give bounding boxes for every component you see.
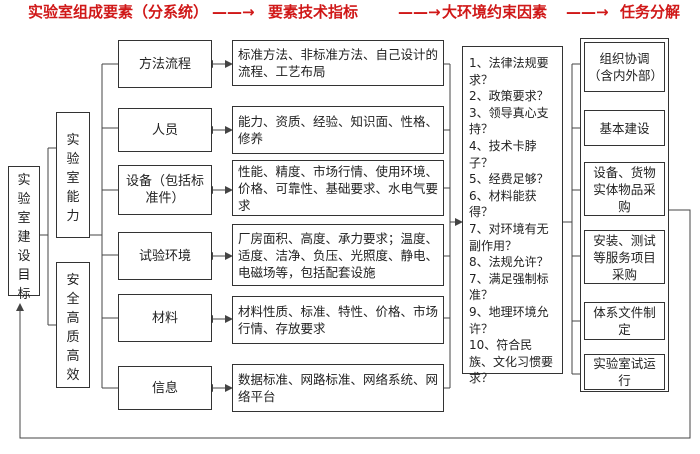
ability-box-lab-capability: 实 验 室 能 力 bbox=[56, 112, 90, 238]
feedback-loop bbox=[16, 209, 691, 439]
spec-box-method: 标准方法、非标准方法、自己设计的流程、工艺布局 bbox=[232, 40, 444, 86]
task-box-procurement-goods: 设备、货物实体物品采购 bbox=[584, 162, 665, 216]
header-specs: 要素技术指标 bbox=[268, 3, 359, 21]
constraint-item: 7、满足强制标准？ bbox=[469, 271, 549, 303]
ability-char: 全 bbox=[66, 292, 80, 307]
bracket-tasks bbox=[571, 63, 580, 375]
element-box-personnel: 人员 bbox=[118, 108, 212, 152]
task-box-construction: 基本建设 bbox=[584, 110, 665, 146]
ability-box-safety-quality: 安 全 高 质 高 效 bbox=[56, 262, 90, 388]
element-box-materials: 材料 bbox=[118, 294, 212, 342]
ability-char: 安 bbox=[66, 273, 80, 288]
ability-char: 室 bbox=[66, 171, 80, 186]
goal-char: 实 bbox=[17, 173, 31, 188]
ability-char: 能 bbox=[66, 190, 80, 205]
header-arrow-2: ——→ bbox=[398, 3, 441, 21]
element-box-information: 信息 bbox=[118, 366, 212, 410]
bracket-abilities-elements bbox=[90, 63, 118, 389]
header-arrow-3: ——→ bbox=[566, 3, 609, 21]
constraint-item: 7、对环境有无副作用？ bbox=[469, 221, 549, 253]
element-box-equipment: 设备（包括标准件） bbox=[118, 165, 212, 215]
goal-char: 设 bbox=[17, 249, 31, 264]
goal-char: 室 bbox=[17, 211, 31, 226]
ability-char: 验 bbox=[66, 152, 80, 167]
task-box-trial-run: 实验室试运行 bbox=[584, 354, 665, 390]
constraint-item: 1、法律法规要求？ bbox=[469, 56, 549, 87]
goal-box: 实 验 室 建 设 目 标 bbox=[8, 166, 40, 302]
constraint-item: 6、材料能获得？ bbox=[469, 188, 537, 220]
constraint-item: 9、地理环境允许？ bbox=[469, 304, 549, 336]
spec-box-personnel: 能力、资质、经验、知识面、性格、修养 bbox=[232, 106, 444, 154]
constraint-item: 4、技术卡脖子？ bbox=[469, 138, 537, 170]
spec-box-information: 数据标准、网路标准、网络系统、网络平台 bbox=[232, 364, 444, 412]
header-constraints: 大环境约束因素 bbox=[442, 3, 548, 21]
spec-box-equipment: 性能、精度、市场行情、使用环境、价格、可靠性、基础要求、水电气要求 bbox=[232, 160, 444, 216]
ability-char: 力 bbox=[66, 209, 80, 224]
constraint-item: 8、法规允许？ bbox=[469, 255, 549, 270]
header-arrow-1: ——→ bbox=[212, 3, 255, 21]
element-box-method: 方法流程 bbox=[118, 40, 212, 88]
spec-box-materials: 材料性质、标准、特性、价格、市场行情、存放要求 bbox=[232, 296, 444, 344]
goal-char: 建 bbox=[17, 230, 31, 245]
constraint-item: 2、政策要求？ bbox=[469, 89, 549, 104]
header-tasks: 任务分解 bbox=[620, 3, 681, 21]
task-box-procurement-services: 安装、测试等服务项目采购 bbox=[584, 230, 665, 284]
constraint-item: 5、经费足够？ bbox=[469, 172, 549, 187]
goal-char: 验 bbox=[17, 192, 31, 207]
header-elements: 实验室组成要素（分系统） bbox=[28, 3, 209, 21]
ability-char: 高 bbox=[66, 349, 80, 364]
ability-char: 高 bbox=[66, 311, 80, 326]
goal-char: 目 bbox=[17, 268, 31, 283]
ability-char: 质 bbox=[66, 330, 80, 345]
spec-box-environment: 厂房面积、高度、承力要求；温度、适度、洁净、负压、光照度、静电、电磁场等，包括配… bbox=[232, 224, 444, 286]
bracket-specs-constraints bbox=[444, 63, 451, 389]
task-box-coordination: 组织协调（含内外部） bbox=[584, 42, 665, 92]
constraint-item: 3、领导真心支持？ bbox=[469, 105, 549, 137]
bracket-goal-abilities bbox=[40, 147, 56, 326]
ability-char: 实 bbox=[66, 133, 80, 148]
goal-char: 标 bbox=[17, 287, 31, 302]
element-box-environment: 试验环境 bbox=[118, 232, 212, 280]
task-box-documents: 体系文件制定 bbox=[584, 302, 665, 340]
constraints-box: 1、法律法规要求？ 2、政策要求？ 3、领导真心支持？ 4、技术卡脖子？ 5、经… bbox=[462, 46, 563, 385]
ability-char: 效 bbox=[66, 368, 80, 383]
constraint-item: 10、符合民族、文化习惯要求？ bbox=[469, 338, 554, 386]
